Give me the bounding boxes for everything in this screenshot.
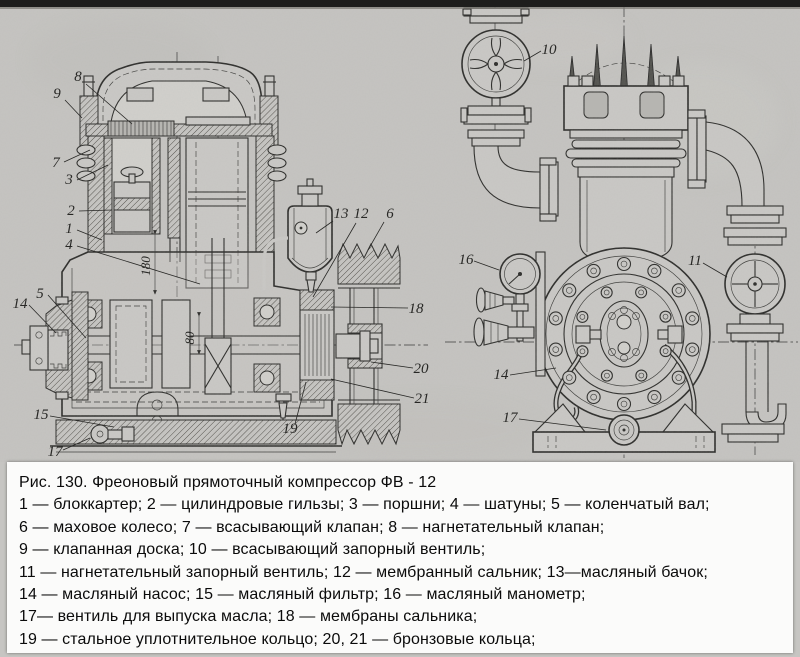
legend-line-2: 6 — маховое колесо; 7 — всасывающий клап…	[19, 518, 605, 536]
figure-caption: Рис. 130. Фреоновый прямоточный компресс…	[7, 462, 793, 653]
legend-line-7: 19 — стальное уплотнительное кольцо; 20,…	[19, 630, 536, 648]
figure-caption-title: Рис. 130. Фреоновый прямоточный компресс…	[19, 474, 437, 491]
legend-line-4: 11 — нагнетательный запорный вентиль; 12…	[19, 563, 708, 581]
legend-line-3: 9 — клапанная доска; 10 — всасывающий за…	[19, 541, 486, 559]
legend-line-6: 17— вентиль для выпуска масла; 18 — мемб…	[19, 608, 478, 626]
scan-top-edge	[0, 0, 800, 7]
legend-line-1: 1 — блоккартер; 2 — цилиндровые гильзы; …	[19, 496, 710, 514]
legend-line-5: 14 — масляный насос; 15 — масляный фильт…	[19, 586, 586, 604]
scan-grain	[0, 0, 800, 462]
